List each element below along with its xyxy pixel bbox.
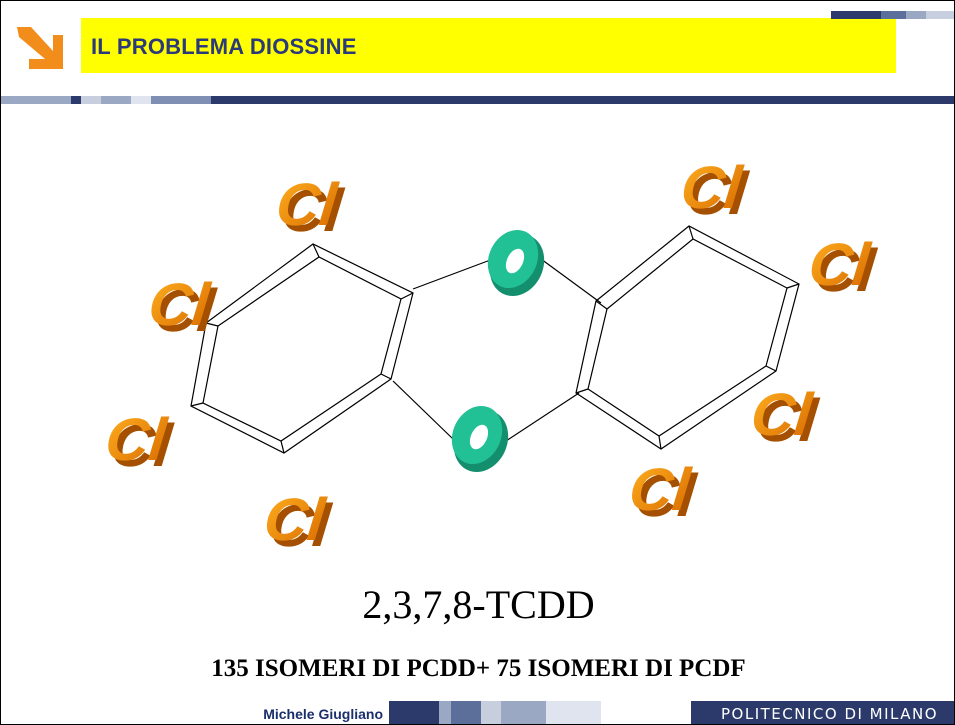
header-decor-band — [1, 96, 954, 104]
chlorine-label: Cl — [748, 381, 816, 448]
chlorine-label: Cl — [632, 462, 700, 529]
chlorine-atom-1: Cl Cl — [273, 171, 347, 244]
molecule-name: 2,3,7,8-TCDD — [362, 582, 595, 627]
chlorine-atom-2: Cl Cl — [146, 271, 220, 344]
oxygen-bonds — [392, 258, 602, 442]
oxygen-atom-bottom — [451, 405, 509, 473]
chlorine-atom-5: Cl Cl — [678, 154, 752, 227]
chlorine-label: Cl — [108, 412, 176, 479]
arrow-logo-icon — [17, 27, 63, 69]
chlorine-label: Cl — [811, 237, 879, 304]
left-benzene-ring — [190, 243, 414, 454]
chlorine-label: Cl — [626, 456, 694, 523]
chlorine-label: Cl — [678, 154, 746, 221]
chlorine-label: Cl — [146, 271, 214, 338]
slide-title: IL PROBLEMA DIOSSINE — [91, 34, 357, 59]
chlorine-atom-7: Cl Cl — [748, 381, 822, 454]
chlorine-atom-6: Cl Cl — [806, 231, 880, 304]
right-benzene-ring — [575, 225, 800, 450]
chlorine-label: Cl — [102, 406, 170, 473]
chlorine-label: Cl — [753, 387, 821, 454]
oxygen-atom-top — [487, 229, 545, 297]
title-bar — [81, 18, 896, 73]
chlorine-label: Cl — [151, 277, 219, 344]
chlorine-label: Cl — [261, 486, 329, 553]
footer-decor-strip — [389, 701, 649, 724]
chlorine-label: Cl — [806, 231, 874, 298]
chlorine-label: Cl — [683, 160, 751, 227]
chlorine-label: Cl — [273, 171, 341, 238]
chlorine-atom-8: Cl Cl — [626, 456, 700, 529]
chlorine-label: Cl — [266, 492, 334, 559]
chlorine-label: Cl — [278, 177, 346, 244]
footer-author: Michele Giugliano — [263, 706, 383, 722]
top-right-decor-strip — [831, 11, 954, 19]
chlorine-atom-4: Cl Cl — [261, 486, 335, 559]
chlorine-atom-3: Cl Cl — [102, 406, 176, 479]
footer-institution-band — [691, 701, 954, 724]
isomer-count-note: 135 ISOMERI DI PCDD+ 75 ISOMERI DI PCDF — [211, 655, 746, 682]
footer-institution: POLITECNICO DI MILANO — [721, 705, 939, 723]
